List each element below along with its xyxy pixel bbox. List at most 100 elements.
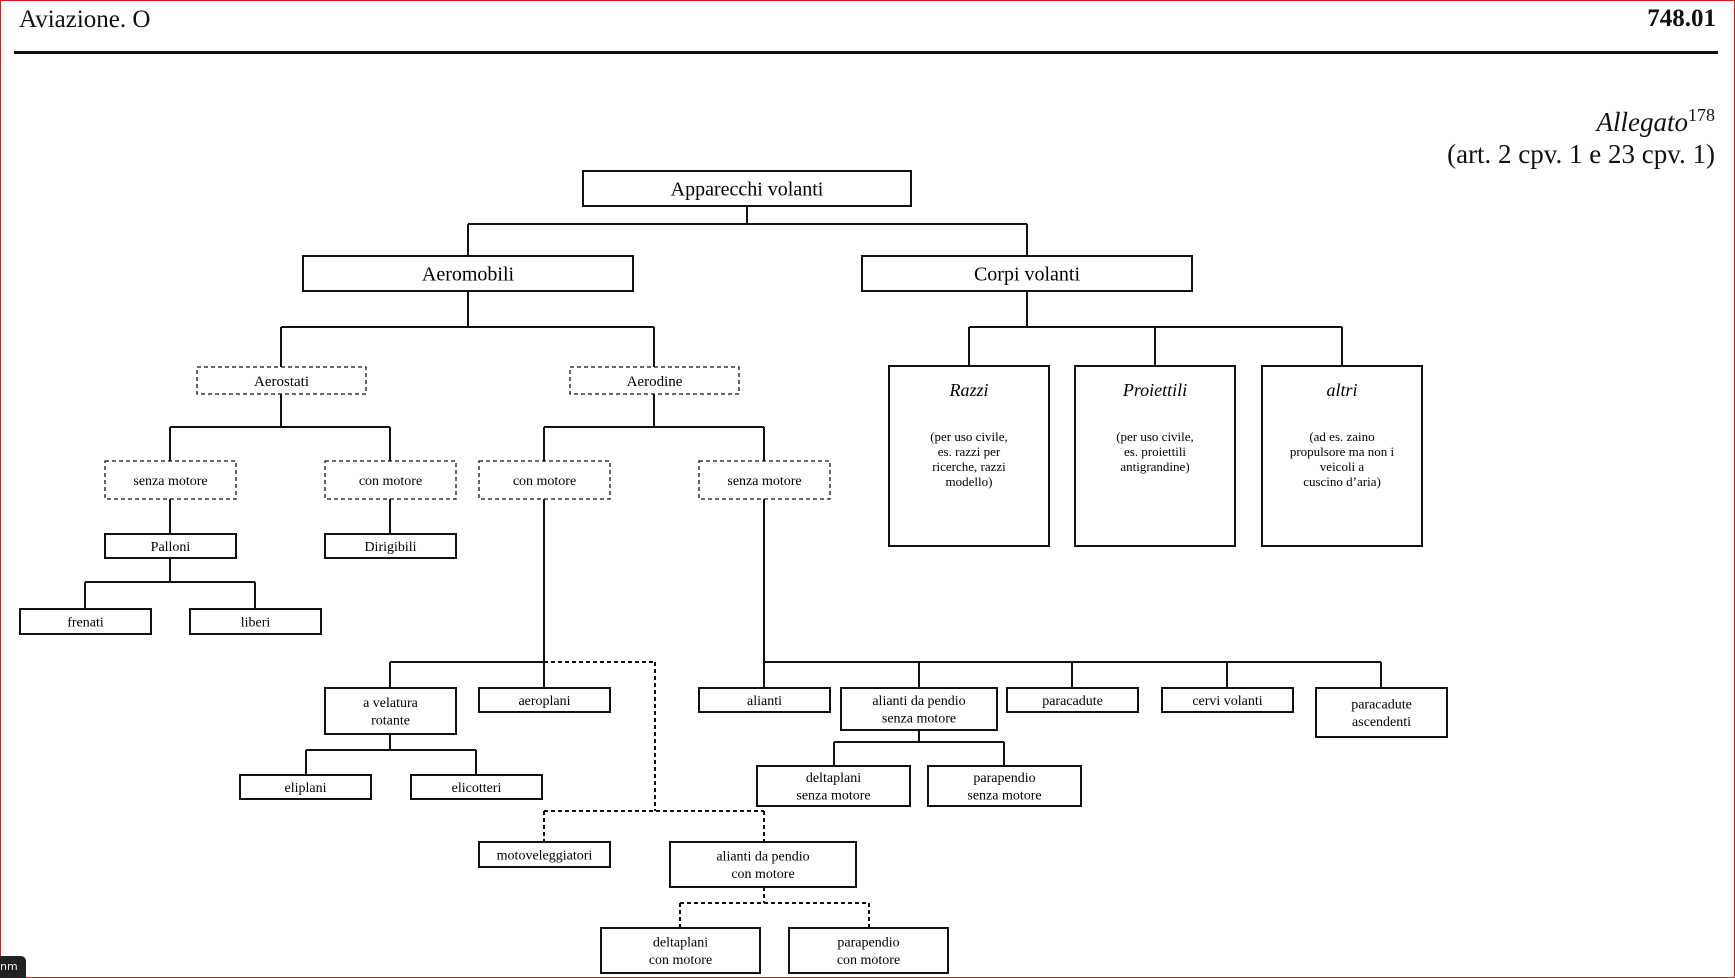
- node-box: [1261, 365, 1423, 547]
- node-box: [888, 365, 1050, 547]
- node-box: [324, 460, 457, 500]
- node-box: [104, 460, 237, 500]
- node-label: ascendenti: [1352, 715, 1411, 730]
- node-label: Aeromobili: [422, 264, 515, 286]
- node-box: [1074, 365, 1236, 547]
- node-label: motoveleggiatori: [497, 848, 593, 863]
- node-label: alianti: [747, 694, 782, 709]
- node-box: [104, 533, 237, 559]
- node-box: [189, 608, 322, 635]
- node-box: [840, 687, 998, 731]
- connector-lines: [84, 206, 1382, 928]
- node-label: senza motore: [727, 474, 801, 489]
- node-label: rotante: [371, 714, 410, 729]
- node-aerodine-senza-motore: senza motore: [698, 460, 831, 500]
- node-label: deltaplani: [653, 936, 708, 951]
- node-box: [788, 927, 949, 974]
- node-label: alianti da pendio: [872, 694, 965, 709]
- node-label: Aerostati: [254, 374, 309, 390]
- node-box: [600, 927, 761, 974]
- node-frenati: frenati: [19, 608, 152, 635]
- node-text-line: propulsore ma non i: [1290, 444, 1395, 459]
- node-motoveleggiatori: motoveleggiatori: [478, 841, 611, 868]
- node-label: Dirigibili: [364, 540, 416, 555]
- node-aeromobili: Aeromobili: [302, 255, 634, 292]
- node-label: senza motore: [967, 789, 1041, 804]
- node-text-line: modello): [946, 474, 993, 489]
- node-alianti-da-pendio-con-motore: alianti da pendio con motore: [669, 841, 857, 888]
- node-label: frenati: [67, 615, 104, 630]
- node-parapendio-senza-motore: parapendio senza motore: [927, 765, 1082, 807]
- node-label: Palloni: [151, 540, 191, 555]
- node-box: [927, 765, 1082, 807]
- annex-reference: (art. 2 cpv. 1 e 23 cpv. 1): [1447, 139, 1715, 169]
- node-box: [478, 460, 611, 500]
- node-alianti-da-pendio-senza-motore: alianti da pendio senza motore: [840, 687, 998, 731]
- node-label: Aerodine: [627, 374, 683, 390]
- node-box: [239, 774, 372, 800]
- node-proiettili: Proiettili(per uso civile,es. proiettili…: [1074, 365, 1236, 547]
- node-text-line: (per uso civile,: [1116, 429, 1194, 444]
- node-text-line: es. proiettili: [1124, 444, 1186, 459]
- node-aerodine-con-motore: con motore: [478, 460, 611, 500]
- node-box: [478, 841, 611, 868]
- node-box: [669, 841, 857, 888]
- node-a-velatura-rotante: a velatura rotante: [324, 687, 457, 735]
- node-label: parapendio: [973, 771, 1035, 786]
- node-label: senza motore: [882, 712, 956, 727]
- node-text-line: (per uso civile,: [930, 429, 1008, 444]
- node-box: [569, 366, 740, 395]
- node-label: con motore: [513, 474, 576, 489]
- node-cervi-volanti: cervi volanti: [1161, 687, 1294, 713]
- node-label: a velatura: [363, 696, 419, 711]
- node-box: [324, 533, 457, 559]
- node-apparecchi-volanti: Apparecchi volanti: [582, 170, 912, 207]
- node-label: paracadute: [1042, 694, 1103, 709]
- header-section-title: Aviazione. O: [19, 6, 151, 33]
- node-box: [410, 774, 543, 800]
- node-label: con motore: [837, 953, 900, 968]
- node-label: parapendio: [837, 936, 899, 951]
- node-label: alianti da pendio: [716, 850, 809, 865]
- node-box: [1315, 687, 1448, 738]
- node-box: [756, 765, 911, 807]
- node-box: [698, 460, 831, 500]
- annex-footnote: 178: [1688, 105, 1715, 125]
- node-aerostati: Aerostati: [196, 366, 367, 395]
- node-alianti: alianti: [698, 687, 831, 713]
- node-label: con motore: [359, 474, 422, 489]
- node-text-line: (ad es. zaino: [1309, 429, 1374, 444]
- node-box: [478, 687, 611, 713]
- node-title: altri: [1326, 380, 1357, 400]
- node-box: [1161, 687, 1294, 713]
- header-rule: [14, 51, 1718, 54]
- node-aeroplani: aeroplani: [478, 687, 611, 713]
- node-aerostati-con-motore: con motore: [324, 460, 457, 500]
- node-paracadute: paracadute: [1006, 687, 1139, 713]
- node-eliplani: eliplani: [239, 774, 372, 800]
- corner-tab[interactable]: nm: [0, 956, 26, 978]
- node-label: con motore: [731, 867, 794, 882]
- node-label: cervi volanti: [1192, 694, 1262, 709]
- node-label: elicotteri: [452, 781, 502, 796]
- node-box: [698, 687, 831, 713]
- node-elicotteri: elicotteri: [410, 774, 543, 800]
- node-text-line: cuscino d’aria): [1303, 474, 1381, 489]
- node-aerodine: Aerodine: [569, 366, 740, 395]
- annex-title: Allegato178: [1597, 105, 1715, 138]
- node-aerostati-senza-motore: senza motore: [104, 460, 237, 500]
- node-label: liberi: [241, 615, 271, 630]
- node-label: senza motore: [796, 789, 870, 804]
- node-box: [582, 170, 912, 207]
- node-box: [861, 255, 1193, 292]
- node-dirigibili: Dirigibili: [324, 533, 457, 559]
- node-label: senza motore: [133, 474, 207, 489]
- annex-title-text: Allegato: [1596, 107, 1688, 137]
- node-razzi: Razzi(per uso civile,es. razzi perricerc…: [888, 365, 1050, 547]
